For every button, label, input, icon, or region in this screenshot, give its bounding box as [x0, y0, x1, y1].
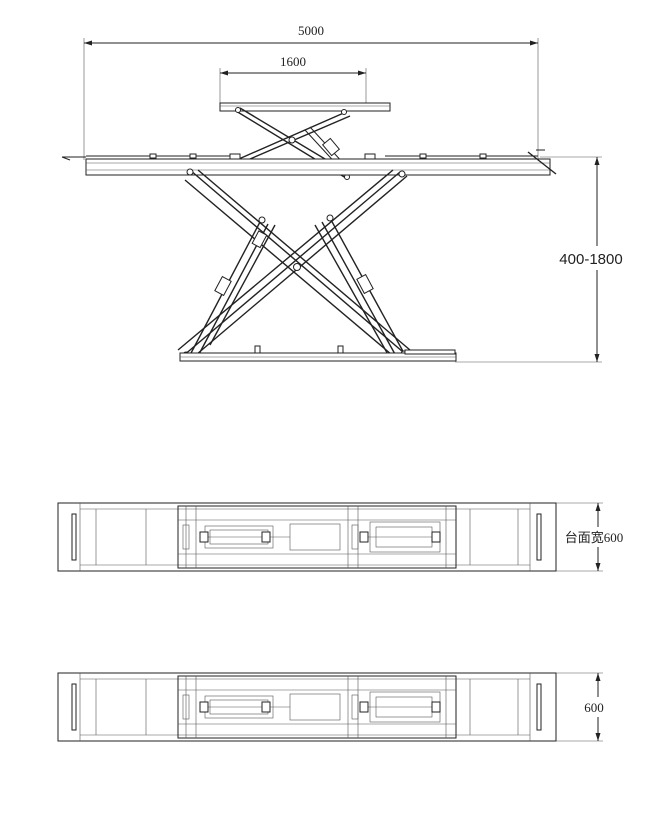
top-view-1: 台面宽600 — [57, 502, 627, 572]
main-scissor-mechanism — [177, 168, 411, 361]
main-platform — [61, 149, 557, 176]
platform-width-labeled: 台面宽600 — [565, 530, 624, 545]
lift-height-label: 400-1800 — [559, 251, 622, 268]
top-view-2: 600 — [57, 672, 610, 742]
side-elevation-view: 5000 1600 400-1800 — [61, 23, 630, 363]
platform-width: 600 — [584, 700, 604, 715]
total-length-dimension: 5000 — [83, 23, 539, 160]
total-length-label: 5000 — [298, 23, 324, 38]
base-frame — [179, 345, 457, 362]
secondary-length-dimension: 1600 — [219, 54, 367, 103]
secondary-length-label: 1600 — [280, 54, 306, 69]
lift-height-dimension: 400-1800 — [455, 156, 630, 363]
